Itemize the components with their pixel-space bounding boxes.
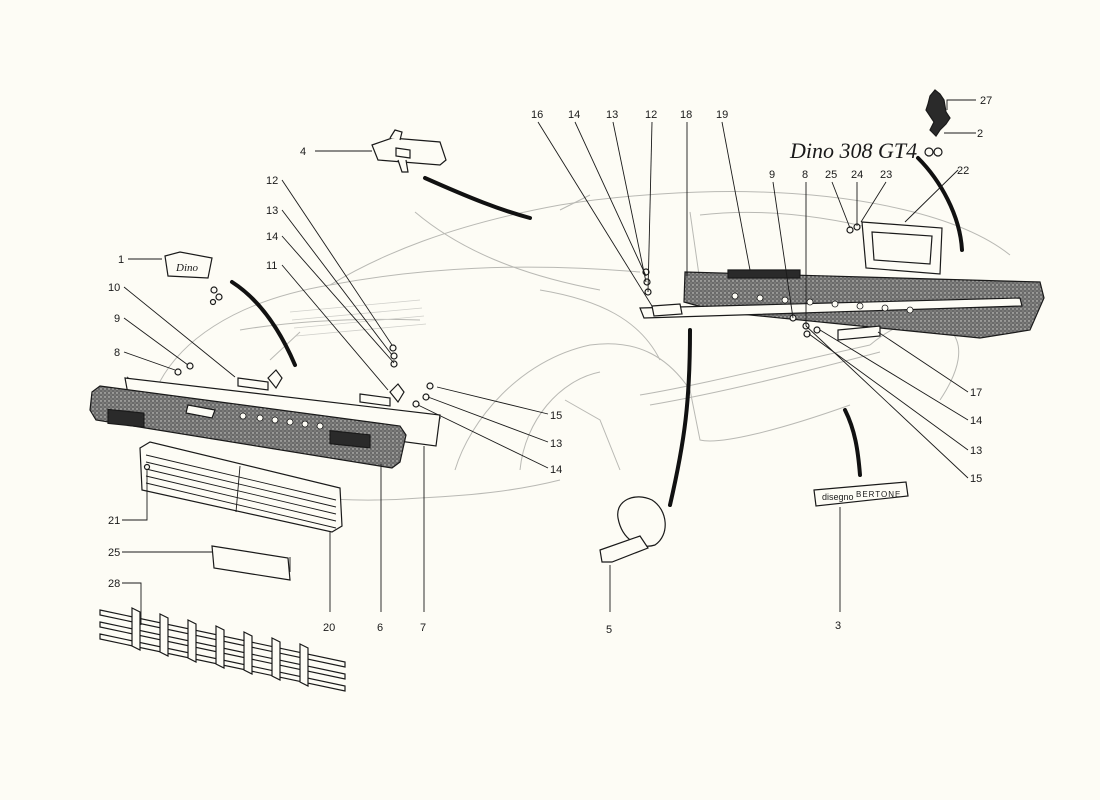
callout-18: 18 <box>680 109 692 121</box>
callout-21: 21 <box>108 515 120 527</box>
callout-labels: 1 2 3 4 5 6 7 8 8 9 9 10 11 12 12 13 13 … <box>108 95 992 636</box>
callout-25-rear: 25 <box>825 169 837 181</box>
front-badge: Dino <box>164 251 223 306</box>
plate-bracket <box>211 545 291 581</box>
leader-curve-badge <box>230 280 297 367</box>
callout-13-front-lower: 13 <box>550 438 562 450</box>
prancing-horse-emblem <box>925 89 951 137</box>
callout-8-rear: 8 <box>802 169 808 181</box>
callout-14-front: 14 <box>266 231 278 243</box>
interior-mirror <box>371 129 447 173</box>
callout-19: 19 <box>716 109 728 121</box>
callout-leaders <box>122 99 976 625</box>
callout-8-front: 8 <box>114 347 120 359</box>
rear-plate-box <box>846 221 943 275</box>
callout-22: 22 <box>957 165 969 177</box>
callout-14-front-lower: 14 <box>550 464 562 476</box>
callout-17: 17 <box>970 387 982 399</box>
leader-curve-side-mirror <box>668 328 692 507</box>
callout-14-rear: 14 <box>568 109 580 121</box>
rear-badge-text: Dino 308 GT4 <box>789 138 917 163</box>
callout-9-front: 9 <box>114 313 120 325</box>
callout-13-rear-lower: 13 <box>970 445 982 457</box>
callout-14-rear-lower: 14 <box>970 415 982 427</box>
callout-10: 10 <box>108 282 120 294</box>
callout-2: 2 <box>977 128 983 140</box>
callout-28: 28 <box>108 578 120 590</box>
side-badge: disegno BERTONE <box>813 481 909 507</box>
callout-1: 1 <box>118 254 124 266</box>
callout-25-front: 25 <box>108 547 120 559</box>
callout-6: 6 <box>377 622 383 634</box>
rear-bumper <box>639 268 1045 341</box>
callout-12-front: 12 <box>266 175 278 187</box>
leader-curve-side-badge <box>843 408 862 477</box>
rear-badge: Dino 308 GT4 <box>789 138 943 163</box>
lower-grille <box>99 607 346 692</box>
callout-7: 7 <box>420 622 426 634</box>
front-grille <box>139 441 343 533</box>
leader-curve-rear-badge <box>916 156 964 252</box>
callout-9-rear: 9 <box>769 169 775 181</box>
callout-20: 20 <box>323 622 335 634</box>
front-brackets <box>174 344 434 408</box>
front-bumper <box>89 376 441 469</box>
callout-23: 23 <box>880 169 892 181</box>
callout-24: 24 <box>851 169 863 181</box>
callout-13-front: 13 <box>266 205 278 217</box>
callout-13-rear: 13 <box>606 109 618 121</box>
callout-12-rear: 12 <box>645 109 657 121</box>
side-mirror <box>599 496 666 563</box>
leader-curve-mirror <box>423 176 532 220</box>
callout-5: 5 <box>606 624 612 636</box>
callout-11: 11 <box>266 260 277 272</box>
callout-15-rear: 15 <box>970 473 982 485</box>
callout-27: 27 <box>980 95 992 107</box>
callout-3: 3 <box>835 620 841 632</box>
callout-16: 16 <box>531 109 543 121</box>
side-badge-text-disegno: disegno <box>822 492 854 502</box>
callout-15-front: 15 <box>550 410 562 422</box>
side-badge-text-bertone: BERTONE <box>856 490 901 499</box>
front-badge-text: Dino <box>175 262 199 274</box>
callout-4: 4 <box>300 146 306 158</box>
